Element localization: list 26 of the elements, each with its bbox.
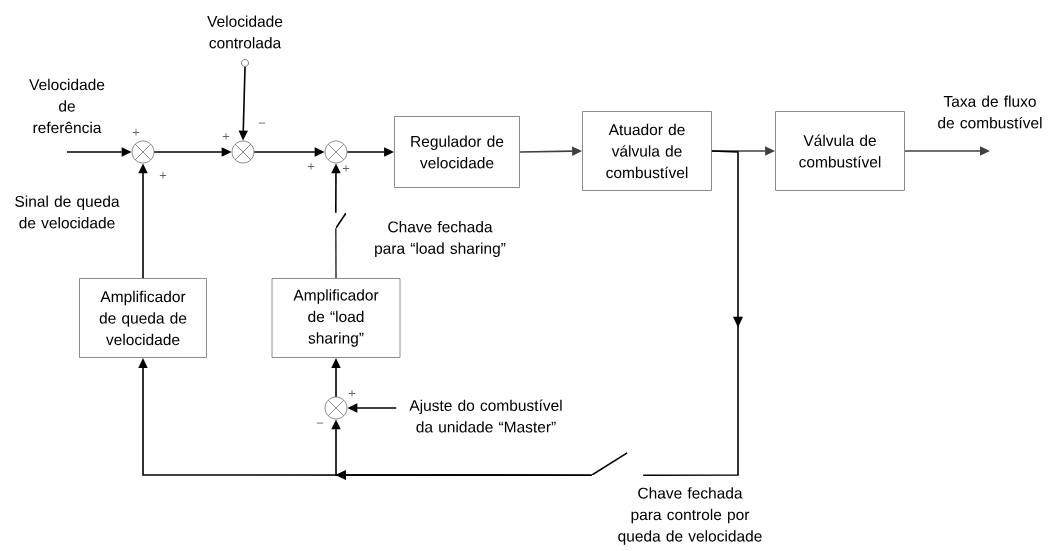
block-box: Atuador de válvula de combustível (582, 111, 712, 191)
block-box: Válvula de combustível (775, 111, 905, 191)
summing-junction (324, 140, 348, 164)
sign-label: + (342, 165, 350, 172)
switch-symbol (336, 213, 346, 228)
summing-junction (231, 140, 255, 164)
summing-junction (324, 396, 348, 420)
switch-label: Chave fechada para “load sharing” (375, 221, 506, 257)
sign-label: + (307, 163, 315, 170)
signal-label: Velocidade controlada (207, 15, 283, 49)
switch-label: Chave fechada para controle por queda de velocidade (618, 487, 762, 545)
arrow (642, 150, 743, 476)
sign-label: + (159, 172, 167, 179)
block-box: Regulador de velocidade (394, 116, 520, 188)
sign-label: + (348, 390, 356, 397)
signal-label: Taxa de fluxo de combustível (938, 95, 1042, 129)
summing-junction (131, 140, 155, 164)
sign-label: − (258, 122, 266, 124)
block-box: Amplificador de “load sharing” (271, 278, 401, 358)
sign-label: − (316, 422, 324, 424)
switch-symbol (592, 452, 628, 475)
signal-label: Ajuste do combustível da unidade “Master” (409, 399, 562, 433)
sign-label: + (222, 133, 230, 140)
signal-label: Velocidade de referência (29, 78, 105, 134)
block-box: Amplificador de queda de velocidade (79, 278, 207, 358)
edge-label: Sinal de queda de velocidade (3, 194, 131, 230)
